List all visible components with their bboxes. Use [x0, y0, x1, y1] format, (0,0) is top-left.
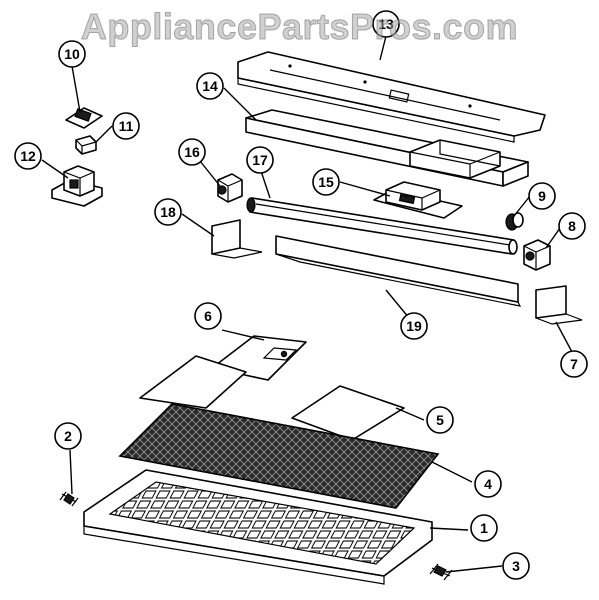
part-4-mesh-filter [118, 403, 440, 509]
callout-11-label: 11 [119, 118, 134, 134]
part-5-filter-sheet [291, 385, 405, 441]
callout-1-label: 1 [480, 520, 488, 536]
part-18-end-cap-left [211, 219, 263, 259]
callout-4-label: 4 [484, 476, 492, 492]
part-16-lamp-socket-left [217, 173, 243, 203]
callout-16-label: 16 [184, 144, 200, 160]
callout-10-label: 10 [64, 46, 80, 62]
part-10-plate [65, 107, 103, 129]
callout-8: 8 [558, 212, 586, 240]
callout-5: 5 [426, 406, 454, 434]
callout-17-label: 17 [252, 152, 268, 168]
filter-sheet-left [139, 355, 247, 409]
callout-3-label: 3 [512, 558, 520, 574]
callout-4: 4 [474, 470, 502, 498]
part-19-reflector [275, 235, 522, 307]
part-8-lamp-socket-right [523, 239, 551, 271]
callout-1: 1 [470, 514, 498, 542]
part-14-channel [245, 109, 529, 187]
part-13-top-panel [237, 51, 546, 143]
callout-11: 11 [112, 112, 140, 140]
callout-14: 14 [196, 72, 224, 100]
part-3-screw-right [429, 563, 453, 581]
callout-15: 15 [312, 168, 340, 196]
callout-6: 6 [194, 302, 222, 330]
callout-2: 2 [54, 422, 82, 450]
callout-19-label: 19 [406, 318, 422, 334]
callout-10: 10 [58, 40, 86, 68]
callout-13-label: 13 [378, 16, 394, 32]
part-11-switch [75, 135, 97, 155]
callout-17: 17 [246, 146, 274, 174]
part-9-starter [505, 212, 524, 231]
part-12-switch-bracket [51, 165, 103, 207]
part-7-end-cap-right [535, 285, 583, 325]
callout-19: 19 [400, 312, 428, 340]
part-2-screw-left [59, 491, 79, 507]
part-1-grille-frame [83, 469, 433, 585]
callout-2-label: 2 [64, 428, 72, 444]
callout-6-label: 6 [204, 308, 212, 324]
callout-12: 12 [14, 142, 42, 170]
callout-7-label: 7 [570, 356, 578, 372]
callout-13: 13 [372, 10, 400, 38]
part-15-ballast [373, 181, 463, 219]
callout-7: 7 [560, 350, 588, 378]
callout-5-label: 5 [436, 412, 444, 428]
callout-9: 9 [528, 182, 556, 210]
callout-3: 3 [502, 552, 530, 580]
part-17-fluorescent-tube [246, 197, 518, 255]
callout-8-label: 8 [568, 218, 576, 234]
callout-18: 18 [154, 198, 182, 226]
callout-16: 16 [178, 138, 206, 166]
callout-15-label: 15 [318, 174, 334, 190]
callout-18-label: 18 [160, 204, 176, 220]
callout-9-label: 9 [538, 188, 546, 204]
callout-12-label: 12 [20, 148, 36, 164]
callout-14-label: 14 [202, 78, 218, 94]
